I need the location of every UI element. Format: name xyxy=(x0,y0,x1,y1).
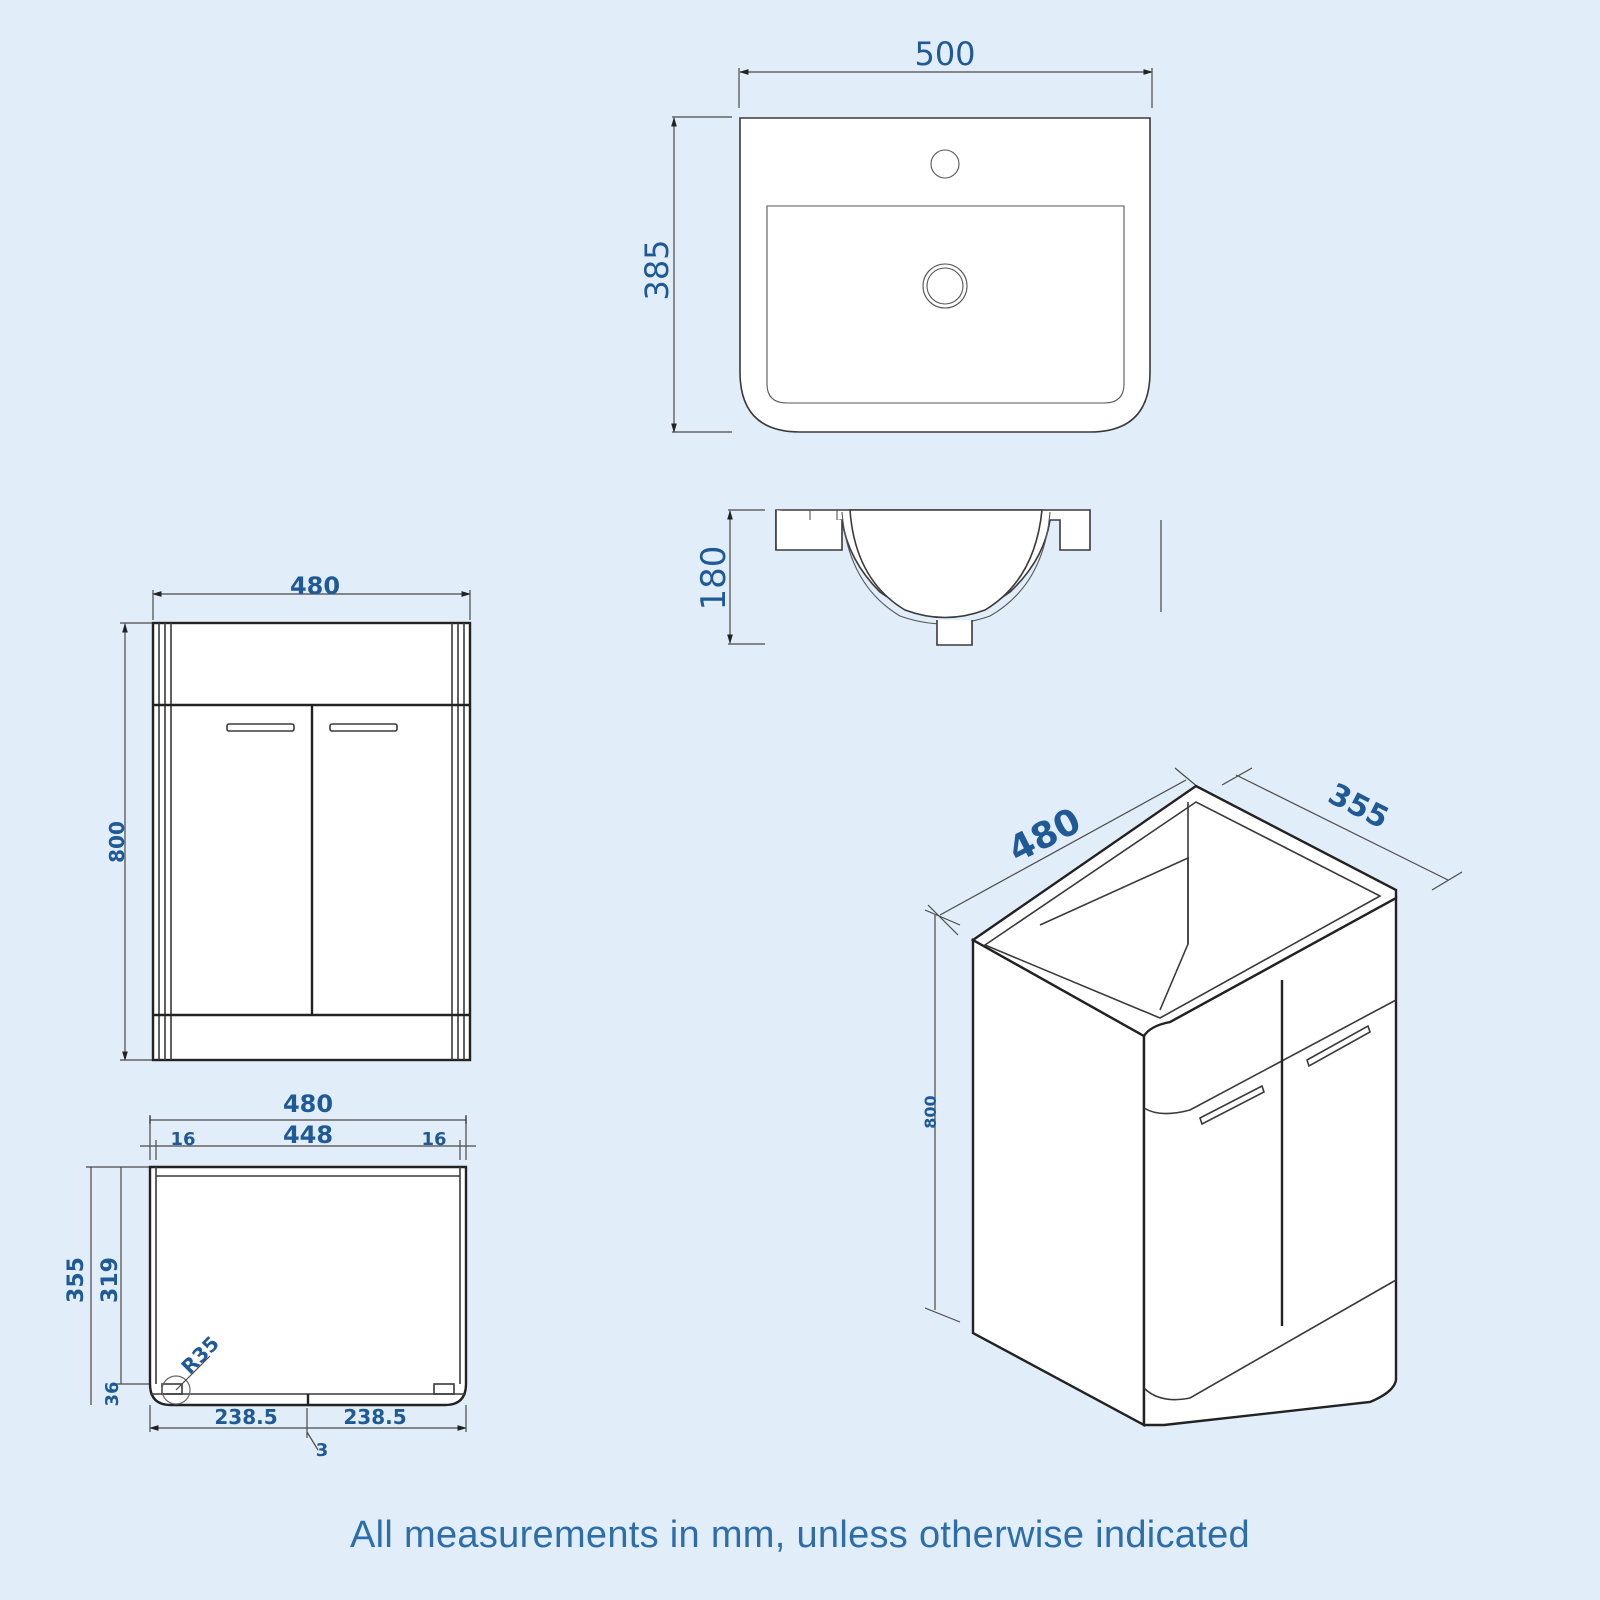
drain-inner xyxy=(926,267,964,305)
side-panel-right-label: 16 xyxy=(421,1129,446,1150)
iso-height-label: 800 xyxy=(921,1095,940,1128)
measurement-note: All measurements in mm, unless otherwise… xyxy=(350,1514,1250,1556)
iso-width-label: 480 xyxy=(1002,800,1088,871)
gap-label: 3 xyxy=(316,1440,329,1461)
front-thickness-label: 36 xyxy=(102,1381,123,1406)
cabinet-front-view: 480 800 xyxy=(105,572,472,1062)
front-width-label: 480 xyxy=(290,572,340,600)
left-half-label: 238.5 xyxy=(214,1405,277,1429)
basin-side-view: 180 xyxy=(694,509,1162,646)
iso-handle-right xyxy=(1306,1024,1371,1068)
top-overall-depth-label: 355 xyxy=(64,1257,89,1303)
side-panel-left-label: 16 xyxy=(170,1129,195,1150)
basin-depth-label: 385 xyxy=(638,239,676,300)
right-half-label: 238.5 xyxy=(343,1405,406,1429)
drain-outer xyxy=(922,263,968,309)
iso-depth-label: 355 xyxy=(1322,777,1394,837)
door-handle-right xyxy=(329,723,398,732)
top-inner-width-label: 448 xyxy=(283,1121,333,1149)
basin-width-label: 500 xyxy=(914,35,975,73)
top-overall-width-label: 480 xyxy=(283,1090,333,1118)
door-handle-left xyxy=(226,723,295,732)
top-inner-depth-label: 319 xyxy=(98,1257,123,1303)
tap-hole xyxy=(930,149,960,179)
basin-height-label: 180 xyxy=(694,546,734,611)
basin-top-view: 500 385 xyxy=(638,35,1153,433)
front-height-label: 800 xyxy=(105,821,129,863)
cabinet-top-view: 480 448 16 16 355 319 36 R35 238. xyxy=(64,1090,476,1461)
cabinet-iso-view: 480 355 800 xyxy=(921,767,1463,1428)
iso-handle-left xyxy=(1199,1084,1265,1126)
